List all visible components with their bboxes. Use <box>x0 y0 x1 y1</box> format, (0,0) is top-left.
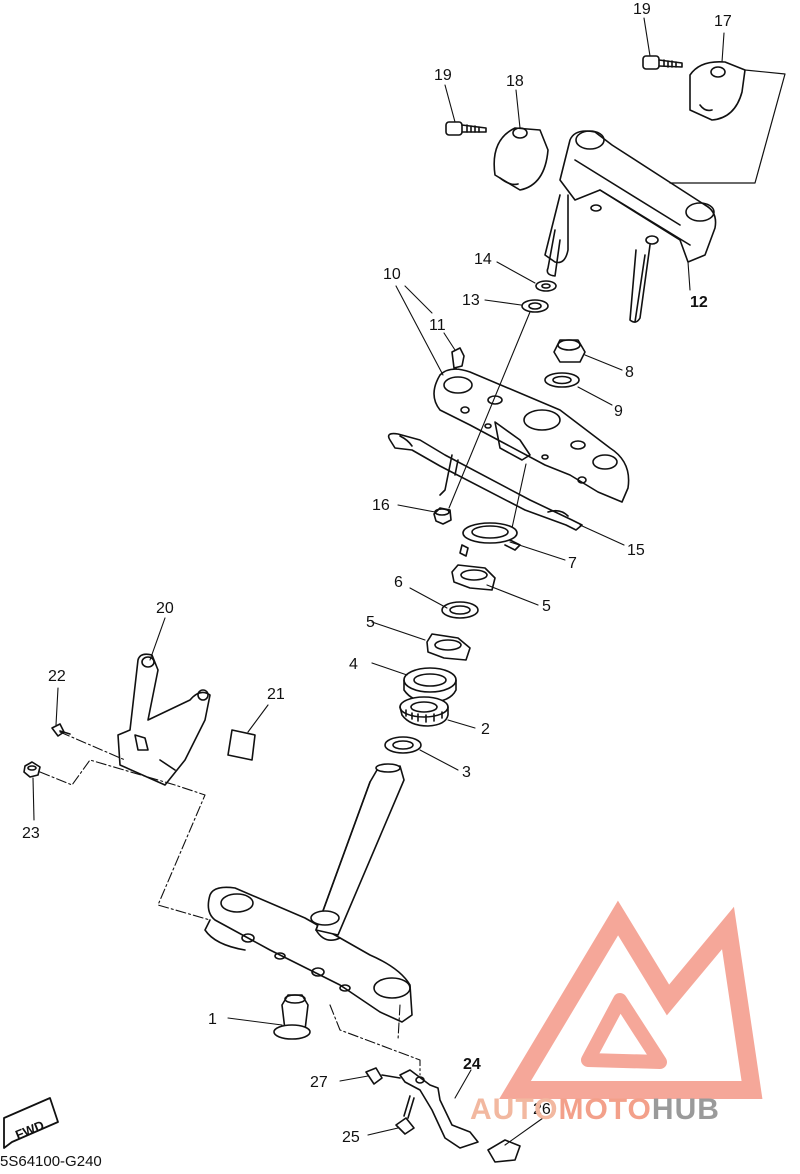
callout-17: 17 <box>714 13 732 30</box>
bolt-22 <box>51 723 71 737</box>
bolt-25 <box>395 1095 415 1135</box>
under-bracket-steering-stem <box>204 763 413 1023</box>
callout-7: 7 <box>568 555 577 572</box>
washer-9 <box>544 372 580 388</box>
callout-9: 9 <box>614 403 623 420</box>
dust-seal-3 <box>384 736 422 754</box>
callout-5-upper: 5 <box>542 598 551 615</box>
steering-stem-nut <box>553 339 586 363</box>
callout-26: 26 <box>533 1101 551 1118</box>
callout-14: 14 <box>474 251 492 268</box>
upper-bracket <box>433 368 630 503</box>
callout-11: 11 <box>429 317 446 334</box>
handlebar-lower-holder <box>544 130 717 323</box>
callout-19-left: 19 <box>434 67 452 84</box>
callout-21: 21 <box>267 686 285 703</box>
callout-18: 18 <box>506 73 524 90</box>
washer-13 <box>521 299 549 313</box>
handlebar-upper-holder-left <box>493 127 549 191</box>
callout-24: 24 <box>463 1056 481 1073</box>
callout-10: 10 <box>383 266 401 283</box>
damper-pad-21 <box>227 729 256 761</box>
ring-nut-5-upper <box>451 564 496 591</box>
clip-26 <box>487 1139 521 1163</box>
handlebar-upper-holder-right <box>689 60 746 121</box>
callout-19-right: 19 <box>633 1 651 18</box>
callout-27: 27 <box>310 1074 328 1091</box>
washer-6 <box>441 601 479 619</box>
callout-12: 12 <box>690 294 708 311</box>
bolt-19-right <box>642 55 683 70</box>
callout-2: 2 <box>481 721 490 738</box>
callout-3: 3 <box>462 764 471 781</box>
callout-5-lower: 5 <box>366 614 375 631</box>
watermark-auto: AUTO <box>470 1093 559 1126</box>
callout-1: 1 <box>208 1011 217 1028</box>
grommet-16 <box>433 507 452 525</box>
washer-plate-7 <box>459 522 521 557</box>
washer-14 <box>535 280 557 292</box>
callout-15: 15 <box>627 542 645 559</box>
callout-6: 6 <box>394 574 403 591</box>
callout-20: 20 <box>156 600 174 617</box>
bracket-24 <box>399 1069 479 1149</box>
fwd-arrow-icon <box>3 1097 59 1149</box>
callout-25: 25 <box>342 1129 360 1146</box>
watermark-hub: HUB <box>651 1093 720 1126</box>
callout-23: 23 <box>22 825 40 842</box>
watermark-moto: MOTO <box>558 1093 652 1126</box>
bracket-20 <box>117 653 211 786</box>
watermark-text: AUTOMOTOHUB <box>470 1093 720 1127</box>
collar-1 <box>273 994 311 1040</box>
callout-4: 4 <box>349 656 358 673</box>
nut-23 <box>23 761 41 778</box>
callout-8: 8 <box>625 364 634 381</box>
ring-nut-5-lower <box>426 633 471 661</box>
callout-22: 22 <box>48 668 66 685</box>
bearing-cover-4 <box>403 667 457 703</box>
callout-labels: 1 2 3 4 5 5 6 7 8 9 10 11 12 13 14 15 16… <box>13 1 732 1146</box>
callout-13: 13 <box>462 292 480 309</box>
bearing-2 <box>399 696 449 727</box>
bolt-27 <box>365 1067 401 1085</box>
callout-16: 16 <box>372 497 390 514</box>
diagram-code: 5S64100-G240 <box>0 1153 102 1170</box>
watermark-logo-icon <box>499 900 763 1099</box>
cable-guide <box>387 432 583 531</box>
bolt-19-left <box>445 121 487 136</box>
